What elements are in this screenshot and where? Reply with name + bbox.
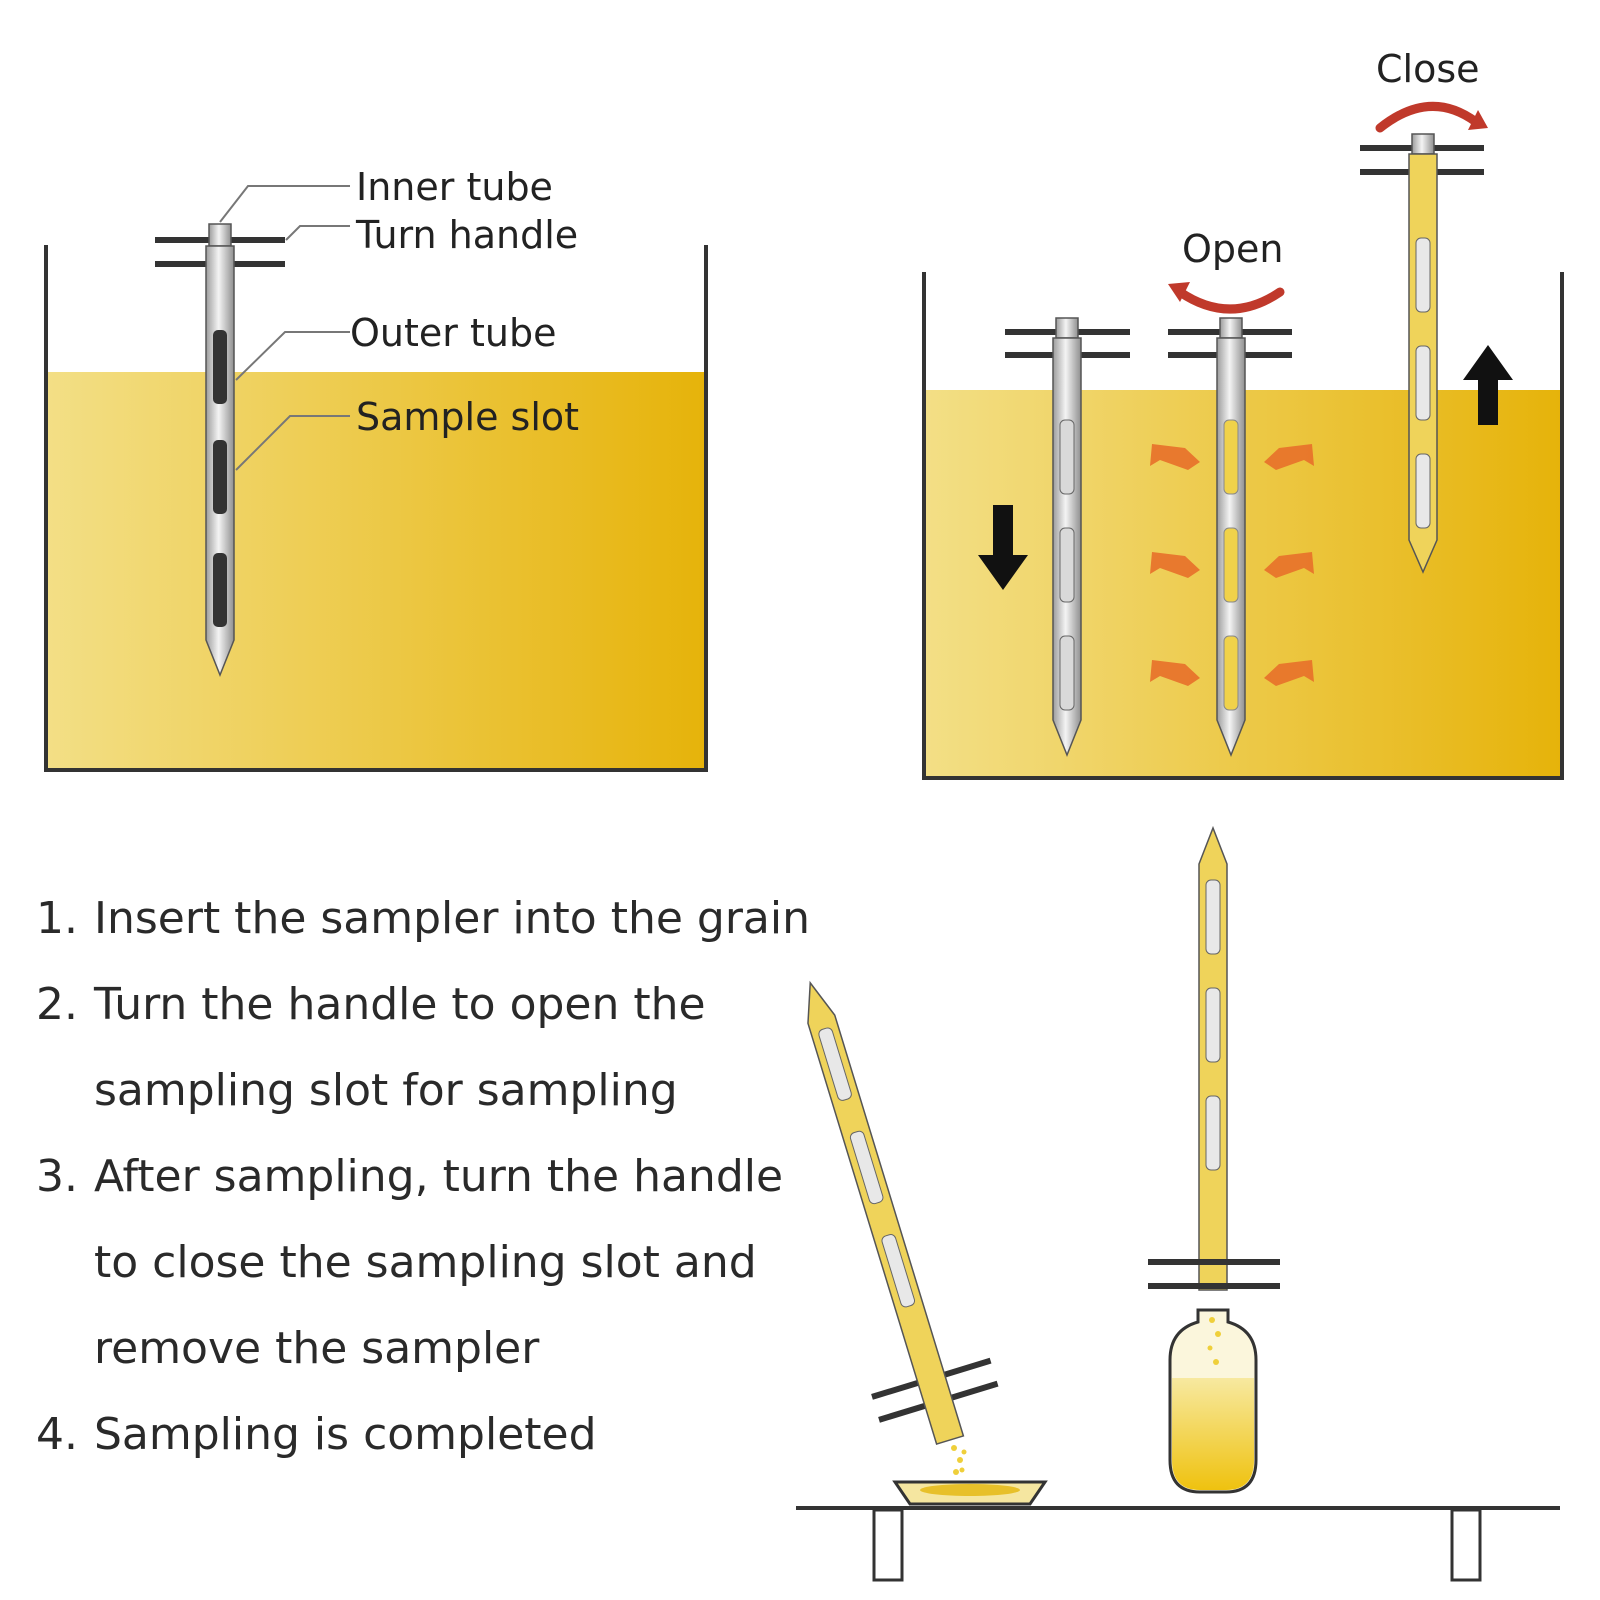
step-number: 2. <box>36 979 78 1030</box>
sample-slot-closed-1 <box>1415 237 1431 313</box>
leader-outer-tube <box>235 331 350 381</box>
label-outer-tube: Outer tube <box>350 311 556 355</box>
flow-arrow-icon <box>1264 444 1314 470</box>
sample-slot-1 <box>213 330 227 404</box>
inner-tube-top <box>1219 317 1243 339</box>
step-number: 1. <box>36 893 78 944</box>
sample-slot-3 <box>1205 1095 1221 1171</box>
sample-slot-open-1 <box>1223 419 1239 495</box>
sample-slot-1 <box>1205 879 1221 955</box>
label-close: Close <box>1376 47 1480 91</box>
step-number: 4. <box>36 1409 78 1460</box>
falling-grains-jar <box>1207 1317 1221 1365</box>
sample-slot-2 <box>849 1130 884 1205</box>
rotate-close-arrowhead <box>1468 110 1488 130</box>
sampler-open <box>1168 317 1292 758</box>
flow-arrow-icon <box>1150 552 1200 578</box>
inner-tube-top <box>208 223 232 247</box>
grain-fill-left <box>46 372 706 770</box>
container-left-outline <box>44 245 708 772</box>
label-sample-slot: Sample slot <box>356 395 579 439</box>
sample-slot-1 <box>818 1027 852 1101</box>
arrow-up-icon <box>1463 345 1513 425</box>
tray <box>892 1480 1048 1506</box>
grain-flow-arrows <box>1150 444 1314 686</box>
flow-arrow-icon <box>1264 552 1314 578</box>
rotate-open-arrowhead <box>1168 282 1190 302</box>
sampler-closed-lifting <box>1360 133 1484 574</box>
collection-jar <box>1168 1308 1258 1494</box>
sample-slot-closed-2 <box>1059 527 1075 603</box>
arrow-down-icon <box>978 505 1028 590</box>
step-text-line: Sampling is completed <box>94 1409 597 1460</box>
table-leg-left <box>872 1508 904 1582</box>
sample-slot-3 <box>213 553 227 627</box>
flow-arrow-icon <box>1150 660 1200 686</box>
step-text-line: Insert the sampler into the grain <box>94 893 810 944</box>
inner-tube-top <box>1411 133 1435 155</box>
sample-slot-2 <box>213 440 227 514</box>
step-item: 4. Sampling is completed <box>36 1392 836 1478</box>
step-text-line: After sampling, turn the handle <box>94 1151 784 1202</box>
falling-grains-tray <box>951 1445 967 1475</box>
leader-sample-slot <box>235 415 350 471</box>
sampler-inserting <box>1005 317 1130 758</box>
sampler-inverted <box>1148 825 1280 1291</box>
sample-slot-2 <box>1205 987 1221 1063</box>
container-right-outline <box>922 272 1564 780</box>
step-text-line: sampling slot for sampling <box>94 1065 678 1116</box>
instruction-steps: 1. Insert the sampler into the grain 2. Tur… <box>36 876 836 1478</box>
label-turn-handle: Turn handle <box>355 213 578 257</box>
tray-grain <box>920 1484 1020 1496</box>
step-text-line: Turn the handle to open the <box>94 979 706 1030</box>
sampler-labeled <box>155 223 285 678</box>
step-number: 3. <box>36 1151 78 1202</box>
sample-slot-closed-3 <box>1059 635 1075 711</box>
leader-turn-handle <box>285 225 350 241</box>
step-text-line: remove the sampler <box>94 1323 540 1374</box>
flow-arrow-icon <box>1150 444 1200 470</box>
sample-slot-3 <box>881 1234 916 1308</box>
rotate-close-arrow-icon <box>1375 101 1481 133</box>
label-open: Open <box>1182 227 1284 271</box>
step-item: 2. Turn the handle to open the sampling sl… <box>36 962 836 1134</box>
container-left <box>44 245 708 772</box>
sampler-tilted <box>807 980 999 1446</box>
jar-grain <box>1172 1378 1254 1490</box>
sample-slot-closed-3 <box>1415 453 1431 529</box>
sample-slot-closed-2 <box>1415 345 1431 421</box>
sample-slot-open-3 <box>1223 635 1239 711</box>
inner-tube-top <box>1055 317 1079 339</box>
label-inner-tube: Inner tube <box>356 165 553 209</box>
rotate-open-arrow-icon <box>1175 287 1285 314</box>
leader-lines <box>219 185 350 471</box>
step-item: 3. After sampling, turn the handle to clos… <box>36 1134 836 1392</box>
table-leg-right <box>1450 1508 1482 1582</box>
sample-slot-open-2 <box>1223 527 1239 603</box>
sample-slot-closed-1 <box>1059 419 1075 495</box>
flow-arrow-icon <box>1264 660 1314 686</box>
step-text-line: to close the sampling slot and <box>94 1237 757 1288</box>
step-item: 1. Insert the sampler into the grain <box>36 876 836 962</box>
leader-inner-tube <box>219 185 350 223</box>
